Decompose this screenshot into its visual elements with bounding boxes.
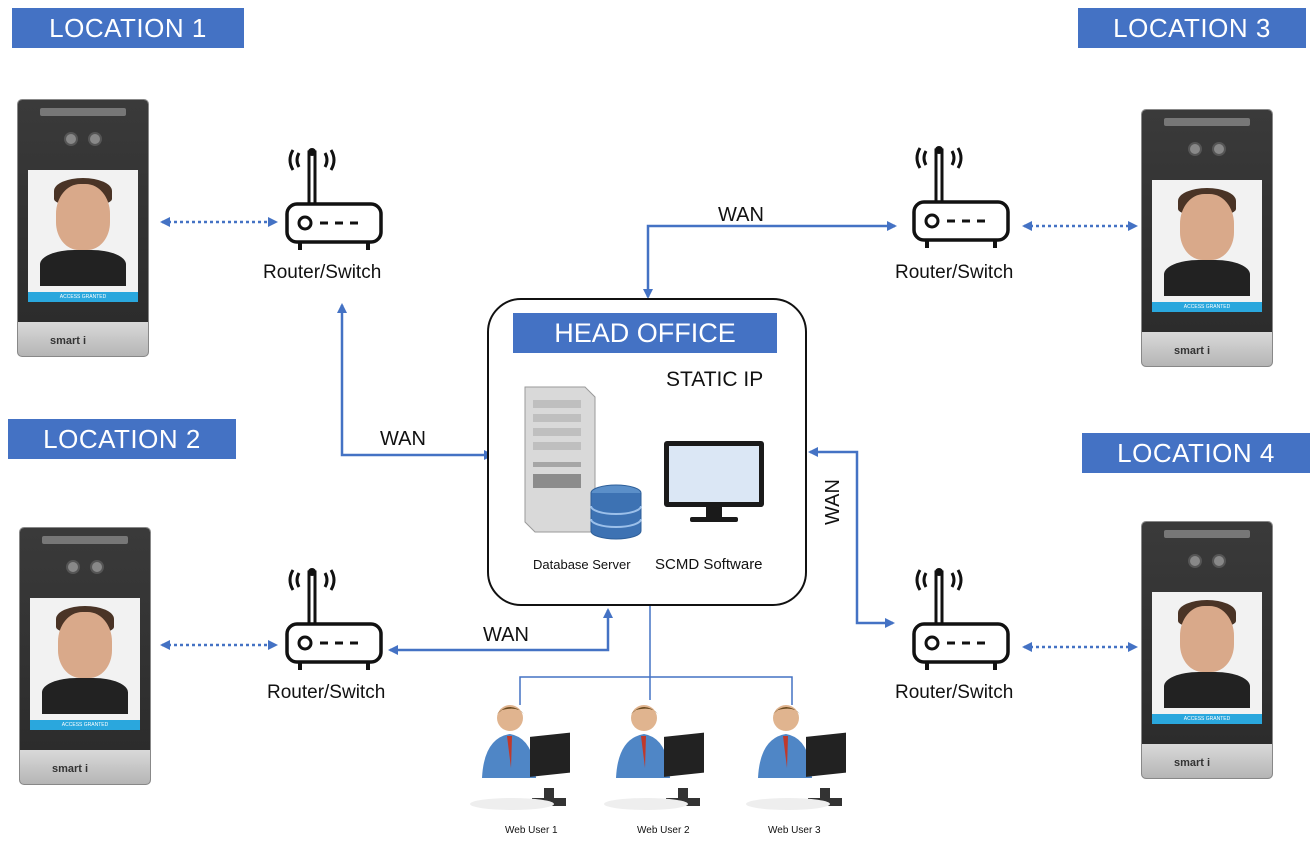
router-icon: [285, 568, 383, 670]
database-icon: [590, 484, 642, 540]
router-icon: [912, 568, 1010, 670]
location-4-label: LOCATION 4: [1082, 433, 1310, 473]
scmd-software-label: SCMD Software: [655, 556, 763, 573]
face-terminal-location-4: ACCESS GRANTED smart i: [1142, 522, 1272, 778]
wan-label-location-3: WAN: [718, 204, 764, 226]
router-icon: [285, 148, 383, 250]
router-label-location-4: Router/Switch: [895, 682, 1014, 703]
wan-link-location-1: [337, 303, 494, 460]
location-3-label: LOCATION 3: [1078, 8, 1306, 48]
router-label-location-3: Router/Switch: [895, 262, 1014, 283]
web-user-links: [519, 606, 793, 705]
wan-link-location-3: [643, 221, 897, 299]
web-user-icon: [746, 705, 846, 810]
location-1-label: LOCATION 1: [12, 8, 244, 48]
face-terminal-location-3: ACCESS GRANTED smart i: [1142, 110, 1272, 366]
web-user-2-label: Web User 2: [637, 825, 690, 836]
database-server-label: Database Server: [533, 557, 631, 572]
web-user-3-label: Web User 3: [768, 825, 821, 836]
wan-label-location-4: WAN: [822, 479, 844, 525]
location-2-label: LOCATION 2: [8, 419, 236, 459]
web-user-1-label: Web User 1: [505, 825, 558, 836]
wan-link-location-2: [388, 608, 613, 655]
wan-label-location-2: WAN: [483, 624, 529, 646]
face-terminal-location-2: ACCESS GRANTED smart i: [20, 528, 150, 784]
web-user-icon: [470, 705, 570, 810]
monitor-icon: [664, 441, 764, 522]
wan-label-location-1: WAN: [380, 428, 426, 450]
head-office-title: HEAD OFFICE: [513, 313, 777, 353]
router-label-location-2: Router/Switch: [267, 682, 386, 703]
static-ip-label: STATIC IP: [666, 368, 764, 391]
router-icon: [912, 146, 1010, 248]
server-icon: [524, 386, 596, 533]
face-terminal-location-1: ACCESS GRANTED smart i: [18, 100, 148, 356]
wan-link-location-4: [808, 447, 895, 628]
web-user-icon: [604, 705, 704, 810]
router-label-location-1: Router/Switch: [263, 262, 382, 283]
